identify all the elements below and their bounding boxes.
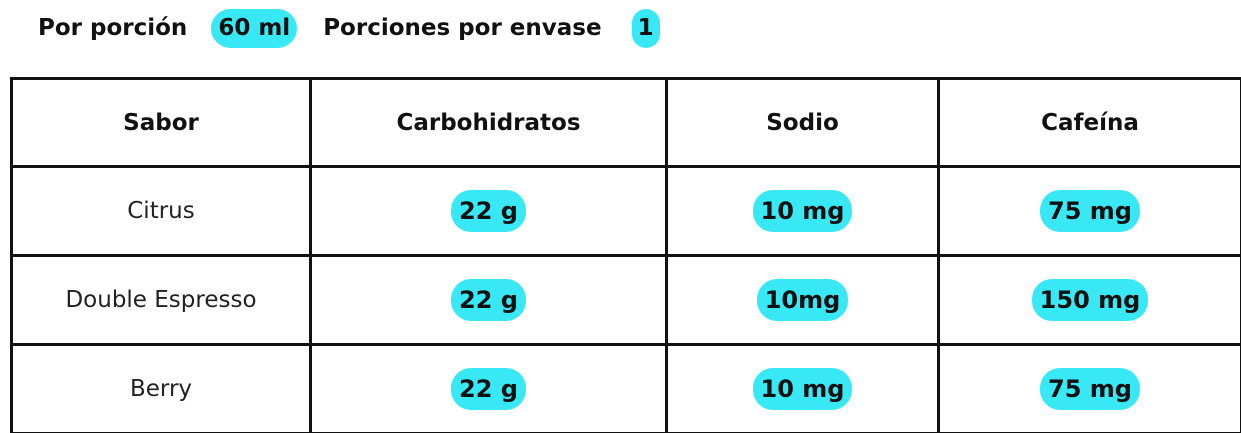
caffeine-cell: 75 mg [937, 343, 1241, 433]
sodium-value: 10 mg [752, 368, 853, 410]
portions-label: Porciones por envase [323, 15, 602, 41]
per-portion-label: Por porción [38, 15, 188, 41]
caffeine-cell: 150 mg [937, 254, 1241, 346]
table-row: Citrus 22 g 10 mg 75 mg [10, 165, 1241, 257]
nutrition-table: Sabor Carbohidratos Sodio Cafeína Citrus… [10, 77, 1241, 433]
carbs-cell: 22 g [309, 165, 668, 257]
flavor-cell: Double Espresso [10, 254, 312, 346]
portions-value: 1 [631, 8, 660, 48]
serving-info: Por porción 60 ml Porciones por envase 1 [38, 8, 660, 48]
per-portion-value: 60 ml [211, 8, 298, 48]
caffeine-cell: 75 mg [937, 165, 1241, 257]
flavor-cell: Citrus [10, 165, 312, 257]
header-flavor: Sabor [10, 77, 312, 168]
sodium-cell: 10mg [665, 254, 940, 346]
header-sodium: Sodio [665, 77, 940, 168]
table-row: Berry 22 g 10 mg 75 mg [10, 343, 1241, 433]
header-carbs: Carbohidratos [309, 77, 668, 168]
sodium-cell: 10 mg [665, 165, 940, 257]
carbs-cell: 22 g [309, 343, 668, 433]
carbs-value: 22 g [451, 190, 526, 232]
carbs-value: 22 g [451, 279, 526, 321]
carbs-cell: 22 g [309, 254, 668, 346]
caffeine-value: 75 mg [1040, 368, 1140, 410]
table-header-row: Sabor Carbohidratos Sodio Cafeína [10, 77, 1241, 168]
flavor-cell: Berry [10, 343, 312, 433]
sodium-cell: 10 mg [665, 343, 940, 433]
header-caffeine: Cafeína [937, 77, 1241, 168]
sodium-value: 10 mg [752, 190, 853, 232]
caffeine-value: 150 mg [1031, 279, 1149, 321]
caffeine-value: 75 mg [1040, 190, 1140, 232]
sodium-value: 10mg [756, 279, 849, 321]
carbs-value: 22 g [451, 368, 526, 410]
table-row: Double Espresso 22 g 10mg 150 mg [10, 254, 1241, 346]
